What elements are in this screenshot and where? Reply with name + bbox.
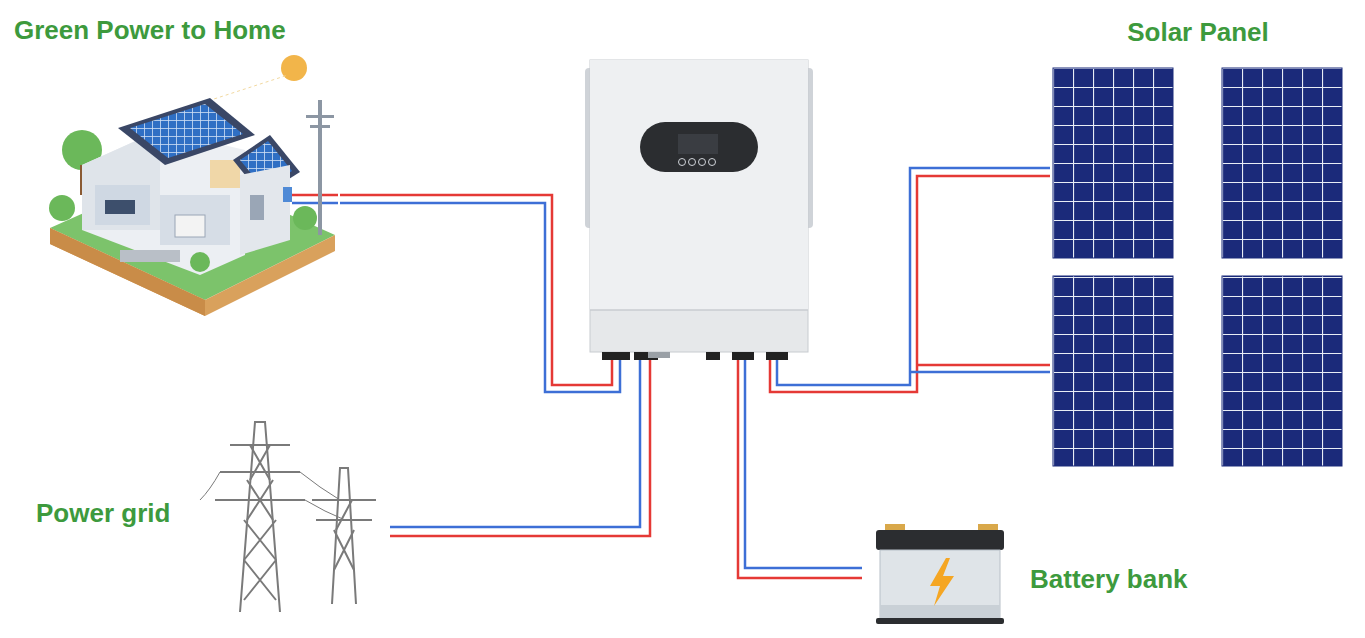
node-label: Power grid [36,499,170,529]
cable-wire [738,360,862,578]
solar-group: Solar Panel [1050,16,1346,470]
hybrid-inverter [585,60,813,360]
battery-illustration [876,524,1004,624]
cable-wire [745,360,862,568]
battery-group: Battery bank [862,515,1232,630]
power-towers [200,422,376,612]
home-group: Green Power to Home [8,12,340,312]
power-cable [390,360,650,536]
cable-wire [917,364,1050,367]
node-label: Battery bank [1030,565,1188,595]
power-cable [340,195,620,392]
solar-panels [1053,68,1342,466]
cable-wire [390,360,650,536]
cable-wire [340,195,612,385]
inverter-box [590,60,808,360]
grid-group: Power grid [30,415,390,620]
cable-wire [390,360,640,527]
power-cable [770,168,1050,392]
house-illustration [49,55,338,316]
node-label: Solar Panel [1127,18,1269,48]
cable-wire [770,176,1050,392]
node-label: Green Power to Home [14,16,286,46]
cable-wire [340,203,620,392]
cable-wire [777,168,1050,385]
power-cable [738,360,862,578]
cable-wire [910,371,1050,374]
